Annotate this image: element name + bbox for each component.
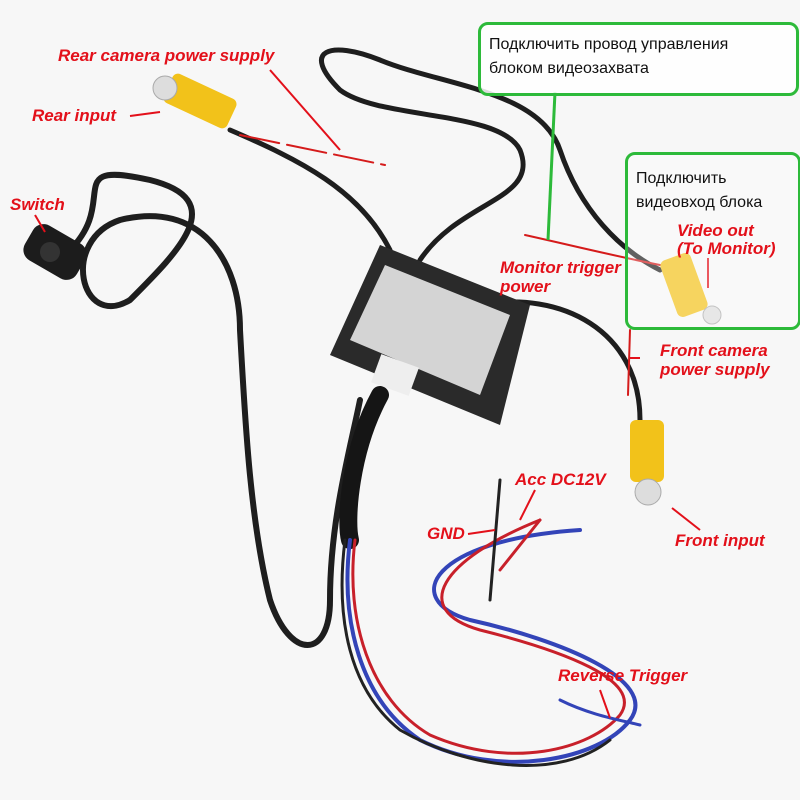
label-front-input: Front input [675,531,765,550]
front-rca-plug [630,420,664,506]
top-cable [319,47,663,273]
note-control-wire: Подключить провод управления блоком виде… [478,22,799,96]
label-monitor-trigger-1: Monitor trigger [500,258,621,277]
switch-cable [67,171,363,648]
label-rear-input: Rear input [32,106,117,125]
harness-wrap [339,386,389,549]
label-monitor-trigger: Monitor trigger power [500,258,621,296]
rear-power-wire [239,134,386,166]
label-front-power: Front camera power supply [660,341,770,379]
label-gnd: GND [427,524,465,543]
note-control-line1: Подключить провод управления [489,36,729,53]
harness-red [351,518,626,755]
video-out-rca-plug [660,253,722,325]
label-front-power-1: Front camera [660,341,768,360]
reverse-wire [558,698,642,727]
note-video-line1: Подключить [636,170,727,187]
label-video-out: Video out (To Monitor) [677,222,776,258]
note-video-input: Подключить видеовход блока [625,152,800,330]
note-video-line2: видеовход блока [636,194,763,211]
monitor-wire [524,234,661,266]
control-box [330,245,530,425]
label-monitor-trigger-2: power [500,277,551,296]
label-rear-power: Rear camera power supply [58,46,275,65]
rear-cable [227,127,393,253]
label-video-out-1: Video out [677,221,754,240]
label-reverse-trigger: Reverse Trigger [558,666,688,685]
harness-blue [345,528,638,764]
label-switch: Switch [10,195,65,214]
rear-rca-plug [152,73,237,129]
gnd-wire [488,478,502,602]
label-front-power-2: power supply [660,360,770,379]
harness-black [340,538,612,767]
acc-wire [498,518,542,572]
label-acc: Acc DC12V [515,470,606,489]
note-control-line2: блоком видеозахвата [489,60,649,77]
switch-button [23,224,87,280]
label-video-out-2: (To Monitor) [677,239,776,258]
front-power-wire [627,329,631,396]
